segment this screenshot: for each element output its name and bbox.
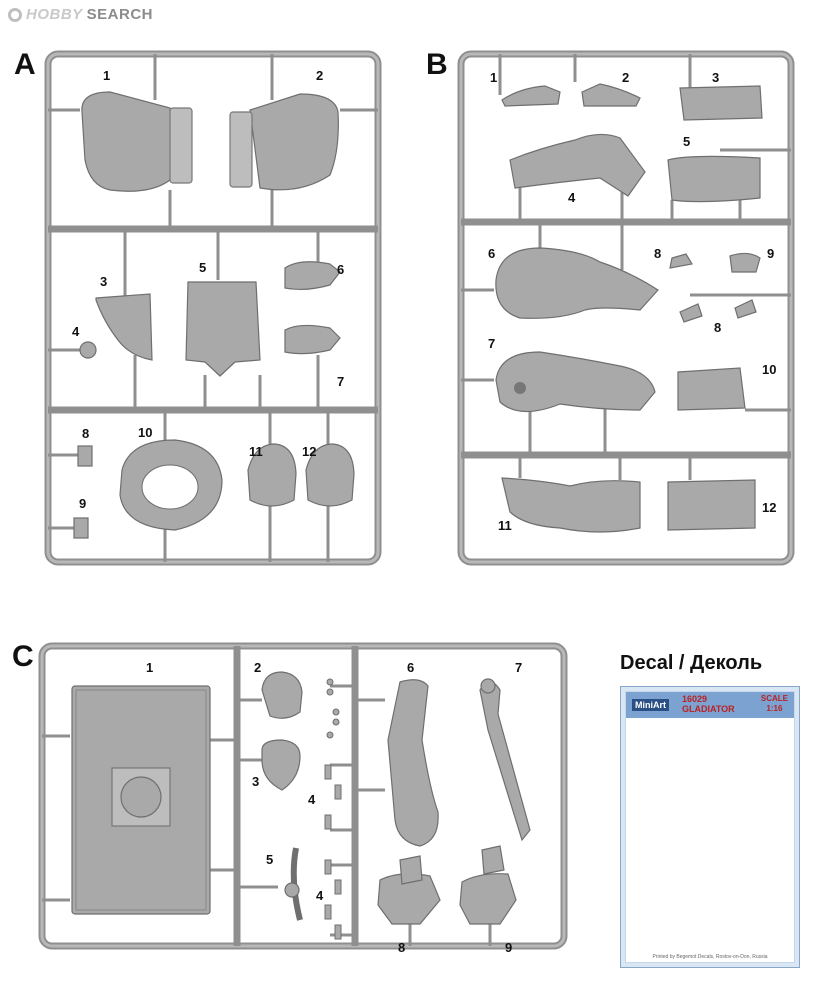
part-number: 4 (316, 888, 324, 903)
decal-footer: Printed by Begemot Decals, Rostov-on-Don… (652, 954, 768, 960)
part-number: 9 (767, 246, 775, 261)
part-number: 5 (199, 260, 207, 275)
part-number: 7 (515, 660, 523, 675)
watermark-search: SEARCH (86, 6, 154, 23)
part-number: 4 (72, 324, 80, 339)
part-number: 4 (308, 792, 316, 807)
sprue-a-frame (44, 50, 382, 566)
sprue-a-label: A (14, 48, 36, 81)
part-number: 6 (488, 246, 496, 261)
watermark: HOBBY SEARCH (8, 6, 153, 23)
part-number: 7 (488, 336, 496, 351)
sprue-b-frame (457, 50, 795, 566)
sprue-c-label: C (12, 640, 34, 673)
part-number: 3 (100, 274, 108, 289)
part-number: 5 (266, 852, 274, 867)
part-number: 12 (302, 444, 317, 459)
sprue-c-frame (38, 642, 568, 950)
decal-inner: MiniArt 16029 GLADIATOR SCALE 1:16 Print… (625, 691, 795, 963)
part-number: 11 (498, 518, 512, 533)
part-number: 8 (714, 320, 722, 335)
part-number: 10 (138, 425, 153, 440)
part-number: 8 (654, 246, 662, 261)
part-number: 8 (398, 940, 406, 955)
sprue-b-label: B (426, 48, 448, 81)
part-number: 12 (762, 500, 777, 515)
part-number: 11 (249, 444, 263, 459)
part-number: 9 (505, 940, 513, 955)
part-number: 3 (252, 774, 260, 789)
part-number: 10 (762, 362, 777, 377)
sprue-c-parts (71, 671, 531, 940)
part-number: 5 (683, 134, 691, 149)
decal-scale: SCALE 1:16 (761, 694, 788, 714)
decal-brand: MiniArt (632, 699, 669, 711)
decal-name: GLADIATOR (682, 704, 735, 714)
sprue-a-parts (73, 91, 355, 539)
part-number: 8 (82, 426, 90, 441)
part-number: 2 (316, 68, 324, 83)
part-number: 2 (254, 660, 262, 675)
part-number: 3 (712, 70, 720, 85)
decal-code: 16029 (682, 694, 708, 704)
decal-scale-value: 1:16 (766, 704, 783, 713)
part-number: 6 (407, 660, 415, 675)
part-number: 4 (568, 190, 576, 205)
part-number: 6 (337, 262, 345, 277)
part-number: 9 (79, 496, 87, 511)
part-number: 1 (490, 70, 498, 85)
part-number: 7 (337, 374, 345, 389)
decal-title: Decal / Деколь (620, 652, 763, 674)
decal-sheet: MiniArt 16029 GLADIATOR SCALE 1:16 Print… (620, 686, 800, 968)
decal-header: MiniArt 16029 GLADIATOR SCALE 1:16 (626, 692, 794, 718)
part-number: 1 (103, 68, 111, 83)
part-number: 1 (146, 660, 154, 675)
watermark-hobby: HOBBY (26, 6, 83, 23)
hobbysearch-logo-icon (8, 7, 22, 22)
decal-scale-label: SCALE (760, 694, 788, 703)
sprue-b-parts (495, 83, 763, 533)
part-number: 2 (622, 70, 630, 85)
